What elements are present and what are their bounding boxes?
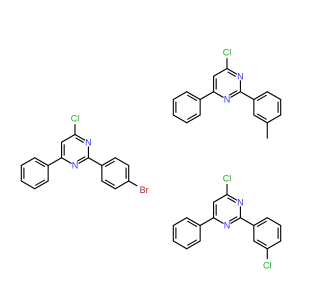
bond xyxy=(266,114,282,124)
bond xyxy=(47,157,63,167)
bond xyxy=(213,91,224,98)
bond xyxy=(253,91,268,101)
nitrogen-atom: N xyxy=(224,95,231,105)
bond xyxy=(74,133,86,141)
bond xyxy=(213,217,224,224)
bond xyxy=(266,240,282,250)
double-bond-inner xyxy=(256,94,267,102)
bond xyxy=(266,217,282,227)
bond xyxy=(128,180,138,187)
double-bond-inner xyxy=(104,179,115,186)
double-bond-inner xyxy=(256,113,267,120)
bond xyxy=(213,67,228,77)
chlorine-atom: Cl xyxy=(223,48,232,58)
bond xyxy=(199,91,215,101)
bond xyxy=(239,217,255,227)
chlorine-atom: Cl xyxy=(71,114,80,124)
nitrogen-atom: N xyxy=(237,71,244,81)
double-bond-inner xyxy=(187,113,198,120)
double-bond-inner xyxy=(229,216,238,222)
bond xyxy=(186,114,201,124)
chlorine-atom: Cl xyxy=(223,174,232,184)
bond xyxy=(34,180,49,190)
bond xyxy=(101,157,116,167)
bond xyxy=(266,91,282,101)
bond xyxy=(78,157,89,164)
bond xyxy=(230,91,241,98)
double-bond-inner xyxy=(187,94,198,102)
double-bond-inner xyxy=(187,239,198,246)
bromine-atom: Br xyxy=(140,185,149,195)
bond xyxy=(253,114,268,124)
double-bond-inner xyxy=(35,179,46,186)
bond xyxy=(186,217,201,227)
bond xyxy=(61,157,72,164)
bond xyxy=(34,157,49,167)
bond xyxy=(114,157,130,167)
bond xyxy=(253,240,268,250)
bond xyxy=(172,240,188,250)
nitrogen-atom: N xyxy=(85,137,92,147)
bond xyxy=(172,217,188,227)
nitrogen-atom: N xyxy=(224,221,231,231)
bond xyxy=(20,157,36,167)
double-bond-inner xyxy=(187,220,198,228)
bond xyxy=(172,114,188,124)
bond xyxy=(61,133,76,143)
bond xyxy=(186,91,201,101)
double-bond-inner xyxy=(256,220,267,228)
double-bond-inner xyxy=(75,137,84,143)
bond xyxy=(226,193,238,201)
molecule-1-methyl: N N Cl xyxy=(172,48,282,139)
double-bond-inner xyxy=(227,197,236,203)
double-bond-inner xyxy=(35,160,46,168)
double-bond-inner xyxy=(256,239,267,246)
bond xyxy=(20,180,36,190)
nitrogen-atom: N xyxy=(72,161,79,171)
double-bond-inner xyxy=(227,71,236,77)
bond xyxy=(213,193,228,203)
bond xyxy=(172,91,188,101)
bond xyxy=(114,180,130,190)
bond xyxy=(253,217,268,227)
nitrogen-atom: N xyxy=(237,197,244,207)
bond xyxy=(226,67,238,75)
bond xyxy=(101,180,116,190)
bond xyxy=(199,217,215,227)
double-bond-inner xyxy=(77,156,86,162)
double-bond-inner xyxy=(229,90,238,96)
chlorine-atom: Cl xyxy=(263,260,272,270)
bond xyxy=(239,91,255,101)
bond xyxy=(186,240,201,250)
bond xyxy=(230,217,241,224)
bond xyxy=(87,157,103,167)
double-bond-inner xyxy=(104,160,115,168)
